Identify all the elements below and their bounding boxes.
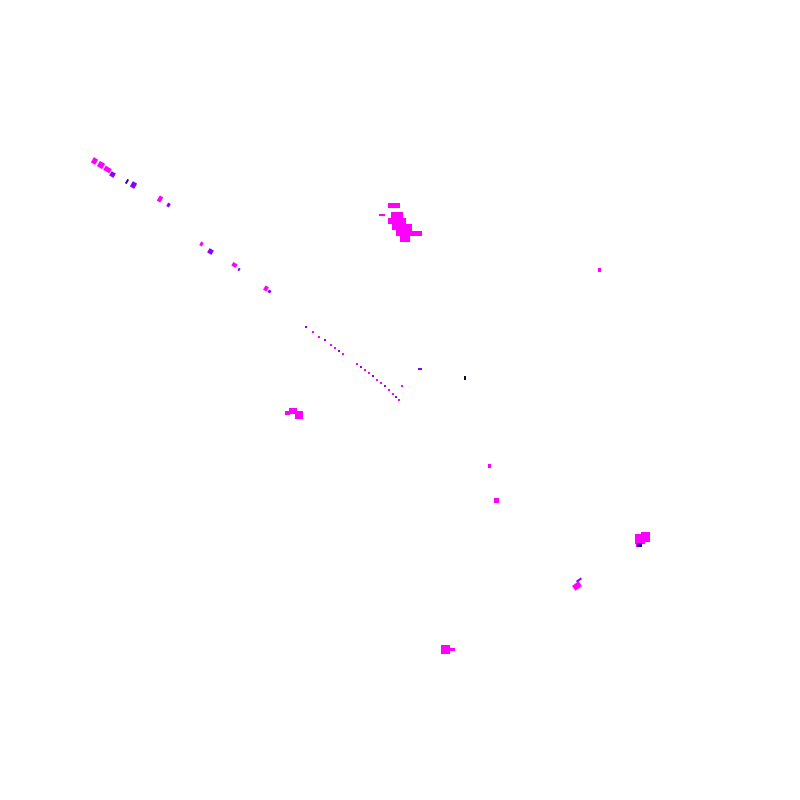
blob-top-part-2 (379, 214, 385, 216)
diagonal-dot-7 (338, 350, 340, 352)
streak-mark-10 (207, 248, 214, 255)
blob-top-part-7 (400, 236, 410, 242)
speck-5 (494, 498, 499, 503)
blob-top-part-1 (388, 203, 400, 208)
diagonal-dot-18 (392, 393, 394, 395)
diagonal-dot-20 (398, 399, 400, 401)
speck-1 (598, 268, 601, 272)
streak-mark-6 (129, 181, 138, 189)
blob-top-part-6 (396, 230, 412, 236)
blob-left-part-1 (285, 411, 290, 415)
blob-right-core (637, 543, 642, 547)
streak-mark-11 (231, 262, 238, 268)
diagonal-dot-9 (356, 363, 358, 365)
streak-mark-7 (156, 195, 164, 203)
blob-top-part-8 (412, 231, 422, 236)
streak-mark-13 (263, 285, 269, 292)
diagonal-dot-14 (376, 379, 378, 381)
streak-mark-8 (166, 202, 171, 208)
streak-mark-3 (103, 165, 112, 174)
diagonal-dot-12 (368, 372, 370, 374)
streak-mark-14 (267, 289, 272, 294)
diagonal-dot-16 (384, 385, 386, 387)
speck-2 (418, 368, 422, 370)
streak-mark-5 (124, 178, 130, 185)
diagonal-dot-15 (380, 382, 382, 384)
speck-6 (401, 385, 403, 387)
streak-mark-12 (237, 267, 241, 272)
blob-left-part-3 (295, 411, 303, 419)
diagonal-dot-13 (372, 375, 374, 377)
diagonal-dot-2 (312, 331, 314, 333)
diagonal-dot-17 (388, 389, 390, 391)
diagonal-dot-5 (330, 344, 332, 346)
blob-top-part-3 (391, 212, 403, 218)
streak-mark-4 (109, 171, 116, 178)
pixel-marks (90, 157, 650, 654)
speck-3 (464, 376, 466, 380)
streak-mark-9 (199, 241, 204, 247)
streak-mark-2 (96, 160, 106, 170)
blob-top-part-5 (392, 224, 412, 230)
blob-bottom-1 (441, 645, 450, 654)
diagonal-dot-10 (360, 366, 362, 368)
diagonal-dot-8 (342, 353, 344, 355)
diagonal-dot-3 (318, 336, 320, 338)
diagonal-dot-11 (364, 369, 366, 371)
cluster-lower-right-2 (575, 577, 583, 583)
diagonal-dot-4 (324, 339, 326, 341)
speck-4 (488, 464, 491, 468)
diagonal-dot-1 (305, 326, 307, 328)
streak-mark-1 (90, 157, 99, 165)
blob-right-part-1 (635, 534, 645, 544)
blob-left-part-2 (289, 408, 297, 414)
diagonal-dot-6 (334, 347, 336, 349)
blob-right-part-2 (641, 532, 650, 542)
diagonal-dot-19 (395, 396, 397, 398)
blob-top-part-4 (388, 218, 406, 224)
blob-bottom-2 (448, 648, 455, 651)
cluster-lower-right-1 (572, 581, 582, 591)
